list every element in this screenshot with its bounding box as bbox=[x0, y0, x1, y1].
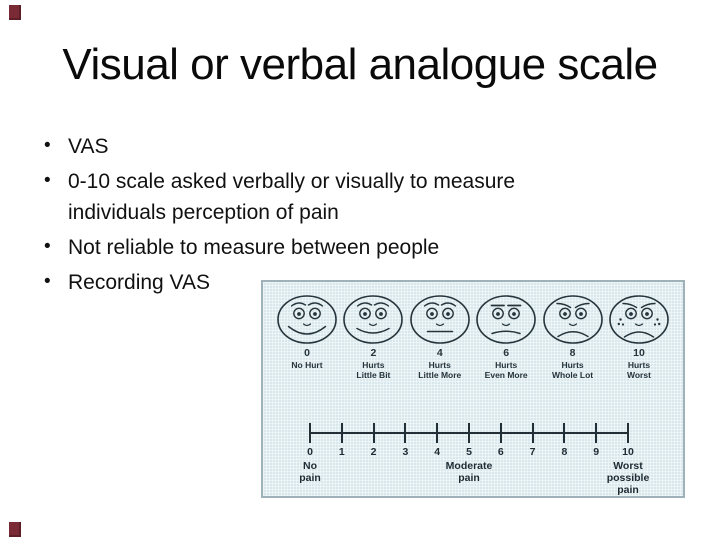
face-label: Hurts Worst bbox=[626, 360, 651, 381]
scale-tick bbox=[309, 423, 311, 443]
pain-face-icon bbox=[542, 295, 603, 344]
scale-tick-number: 4 bbox=[434, 446, 441, 458]
pain-face-icon bbox=[343, 295, 404, 344]
scale-tick bbox=[595, 423, 598, 443]
scale-tick-number: 9 bbox=[593, 446, 600, 458]
scale-tick bbox=[499, 423, 502, 443]
corner-accent-top bbox=[9, 5, 21, 20]
face-value: 6 bbox=[503, 347, 510, 359]
slide-title: Visual or verbal analogue scale bbox=[62, 40, 658, 89]
scale-tick-number: 8 bbox=[561, 446, 568, 458]
pain-face-icon bbox=[277, 295, 337, 344]
scale-tick-number: 0 bbox=[307, 446, 313, 458]
bullet-item: 0-10 scale asked verbally or visually to… bbox=[38, 165, 598, 228]
pain-face-icon bbox=[476, 295, 536, 344]
scale-tick-number: 5 bbox=[466, 446, 472, 458]
scale-tick bbox=[340, 423, 343, 443]
scale-tick-number: 10 bbox=[622, 446, 634, 458]
face-label: Hurts Little More bbox=[418, 360, 462, 381]
face-value: 10 bbox=[633, 347, 645, 359]
pain-face-icon bbox=[609, 295, 669, 344]
face-value: 2 bbox=[370, 347, 377, 359]
scale-tick-number: 2 bbox=[370, 446, 377, 458]
scale-tick bbox=[436, 423, 439, 443]
scale-tick-number: 3 bbox=[402, 446, 409, 458]
corner-accent-bottom bbox=[9, 522, 21, 537]
scale-tick bbox=[404, 423, 407, 443]
scale-tick bbox=[531, 423, 534, 443]
scale-anchor-label: Moderate pain bbox=[445, 460, 493, 484]
scale-anchor-label: Worst possible pain bbox=[606, 460, 650, 496]
scale-anchor-label: No pain bbox=[299, 460, 321, 484]
scale-tick bbox=[372, 423, 375, 443]
bullet-item: Recording VAS bbox=[38, 266, 598, 298]
pain-face-icon bbox=[409, 295, 470, 344]
numeric-scale: 0 1 2 3 4 5 6 7 8 9 10 No pain Moderate pain Worst po… bbox=[299, 420, 649, 495]
face-label: No Hurt bbox=[291, 360, 323, 370]
scale-tick-number: 6 bbox=[497, 446, 504, 458]
face-label: Hurts Little Bit bbox=[356, 360, 391, 381]
face-value: 4 bbox=[436, 347, 443, 359]
face-label: Hurts Even More bbox=[484, 360, 528, 381]
bullet-list: VAS 0-10 scale asked verbally or visuall… bbox=[38, 130, 598, 302]
scale-tick bbox=[563, 423, 566, 443]
scale-tick bbox=[468, 423, 470, 443]
bullet-item: VAS bbox=[38, 130, 598, 162]
scale-tick-number: 1 bbox=[338, 446, 345, 458]
face-label: Hurts Whole Lot bbox=[552, 360, 594, 381]
scale-tick bbox=[627, 423, 629, 443]
face-value: 8 bbox=[569, 347, 576, 359]
bullet-item: Not reliable to measure between people bbox=[38, 231, 598, 263]
face-value: 0 bbox=[304, 347, 310, 359]
scale-tick-number: 7 bbox=[529, 446, 536, 458]
